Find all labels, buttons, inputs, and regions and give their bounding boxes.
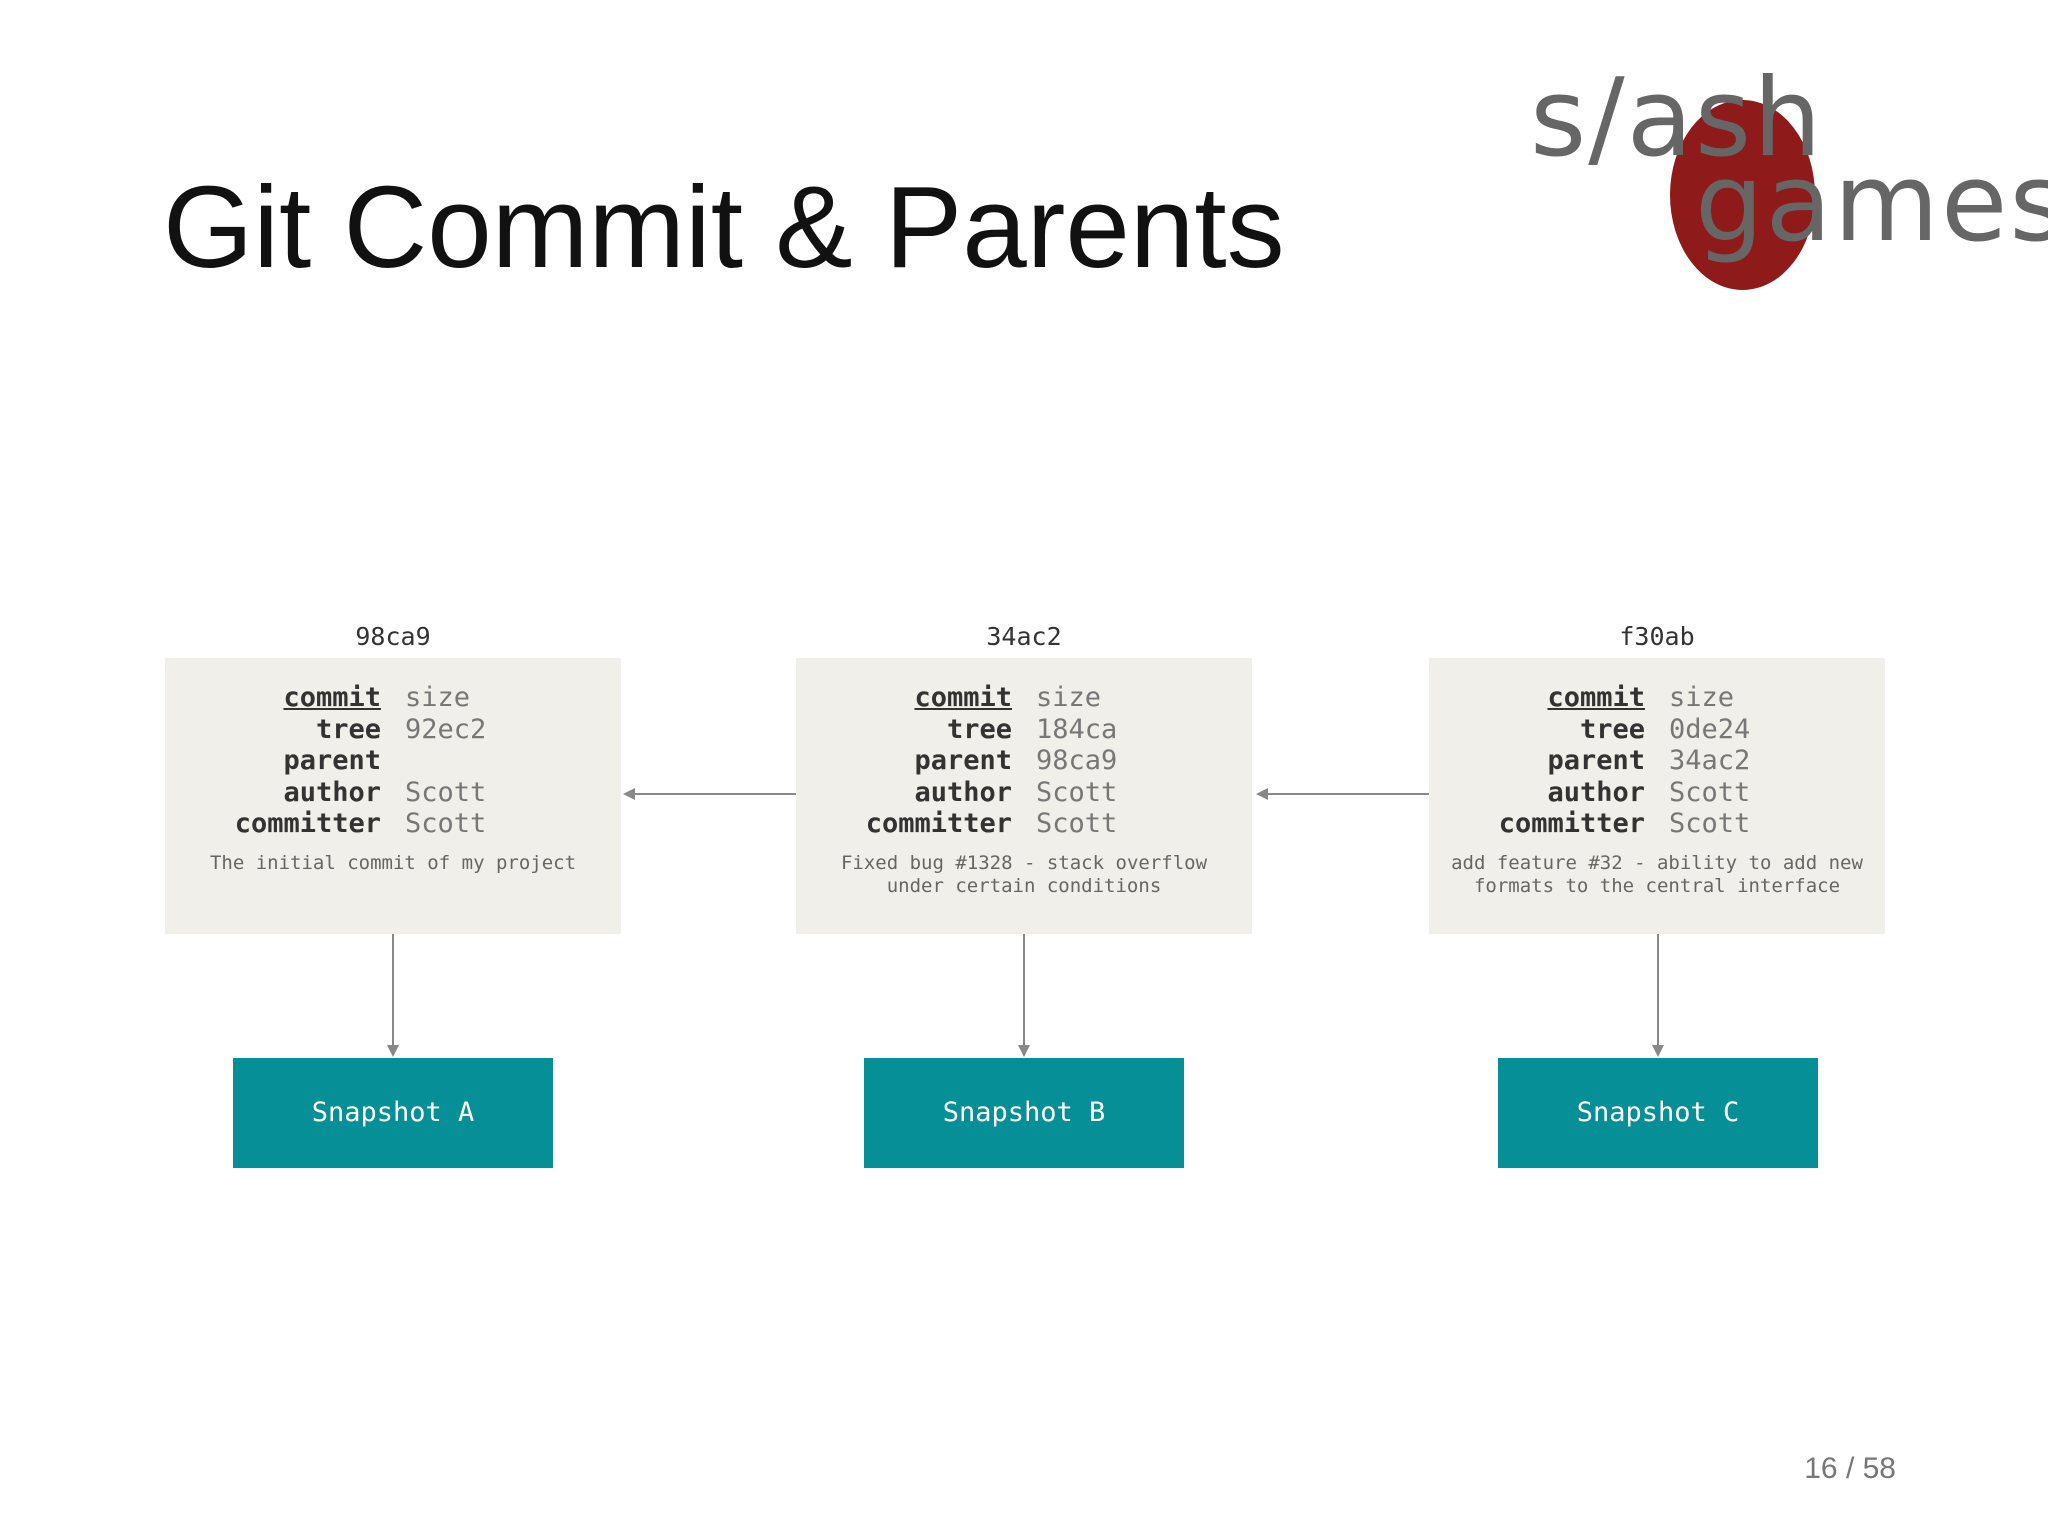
commit-box-2: 34ac2 commit size tree 184ca parent 98ca… bbox=[796, 622, 1252, 934]
commit-hash: f30ab bbox=[1619, 622, 1695, 651]
field-key: author bbox=[914, 776, 1012, 808]
field-key: commit bbox=[914, 682, 1012, 713]
field-row-commit: commit size bbox=[1429, 682, 1885, 714]
field-key: tree bbox=[946, 713, 1012, 745]
field-row-tree: tree 0de24 bbox=[1429, 714, 1885, 746]
snapshot-a: Snapshot A bbox=[233, 1058, 553, 1168]
commit-hash: 98ca9 bbox=[355, 622, 431, 651]
snapshot-b: Snapshot B bbox=[864, 1058, 1184, 1168]
field-row-committer: committer Scott bbox=[165, 808, 621, 840]
snapshot-c: Snapshot C bbox=[1498, 1058, 1818, 1168]
field-key: tree bbox=[315, 713, 381, 745]
field-value: size bbox=[405, 682, 471, 713]
logo-line-1: s/ash bbox=[1530, 56, 1824, 181]
field-key: committer bbox=[1498, 808, 1645, 839]
field-row-commit: commit size bbox=[796, 682, 1252, 714]
field-value: 184ca bbox=[1036, 713, 1118, 745]
field-value: size bbox=[1036, 682, 1102, 713]
field-value: size bbox=[1669, 682, 1735, 713]
field-row-parent: parent 98ca9 bbox=[796, 745, 1252, 777]
logo-circle bbox=[1670, 100, 1815, 290]
commit-message: The initial commit of my project bbox=[209, 852, 577, 874]
field-row-author: author Scott bbox=[796, 777, 1252, 809]
commit-box-1: 98ca9 commit size tree 92ec2 parent auth… bbox=[165, 622, 621, 934]
commit-fields: commit size tree 184ca parent 98ca9 auth… bbox=[796, 682, 1252, 840]
field-row-author: author Scott bbox=[1429, 777, 1885, 809]
field-value: 92ec2 bbox=[405, 713, 487, 745]
field-value: 98ca9 bbox=[1036, 745, 1118, 776]
field-row-commit: commit size bbox=[165, 682, 621, 714]
field-row-author: author Scott bbox=[165, 777, 621, 809]
commit-fields: commit size tree 92ec2 parent author Sco… bbox=[165, 682, 621, 840]
commit-message: add feature #32 - ability to add new for… bbox=[1451, 852, 1863, 897]
slash-games-logo: s/ash games bbox=[1520, 55, 2048, 290]
field-value: Scott bbox=[1669, 808, 1751, 839]
field-key: parent bbox=[914, 745, 1012, 776]
field-value: Scott bbox=[1036, 808, 1118, 839]
field-key: commit bbox=[1547, 682, 1645, 713]
commit-fields: commit size tree 0de24 parent 34ac2 auth… bbox=[1429, 682, 1885, 840]
commit-box-3: f30ab commit size tree 0de24 parent 34ac… bbox=[1429, 622, 1885, 934]
field-value: 0de24 bbox=[1669, 713, 1751, 745]
field-row-committer: committer Scott bbox=[796, 808, 1252, 840]
field-value: Scott bbox=[1669, 776, 1751, 808]
field-key: committer bbox=[865, 808, 1012, 839]
field-row-committer: committer Scott bbox=[1429, 808, 1885, 840]
field-row-parent: parent 34ac2 bbox=[1429, 745, 1885, 777]
field-key: author bbox=[283, 776, 381, 808]
field-key: commit bbox=[283, 682, 381, 713]
page-number: 16 / 58 bbox=[1804, 1452, 1896, 1485]
field-row-parent: parent bbox=[165, 745, 621, 777]
field-value: 34ac2 bbox=[1669, 745, 1751, 776]
field-value: Scott bbox=[1036, 776, 1118, 808]
commit-message: Fixed bug #1328 - stack overflow under c… bbox=[840, 852, 1208, 897]
field-value: Scott bbox=[405, 776, 487, 808]
field-row-tree: tree 184ca bbox=[796, 714, 1252, 746]
field-key: tree bbox=[1579, 713, 1645, 745]
slide-title: Git Commit & Parents bbox=[163, 162, 1285, 292]
field-key: author bbox=[1547, 776, 1645, 808]
commit-hash: 34ac2 bbox=[986, 622, 1062, 651]
field-key: parent bbox=[283, 745, 381, 776]
logo-line-2: games bbox=[1695, 141, 2048, 266]
field-row-tree: tree 92ec2 bbox=[165, 714, 621, 746]
field-key: parent bbox=[1547, 745, 1645, 776]
field-value: Scott bbox=[405, 808, 487, 839]
field-key: committer bbox=[234, 808, 381, 839]
